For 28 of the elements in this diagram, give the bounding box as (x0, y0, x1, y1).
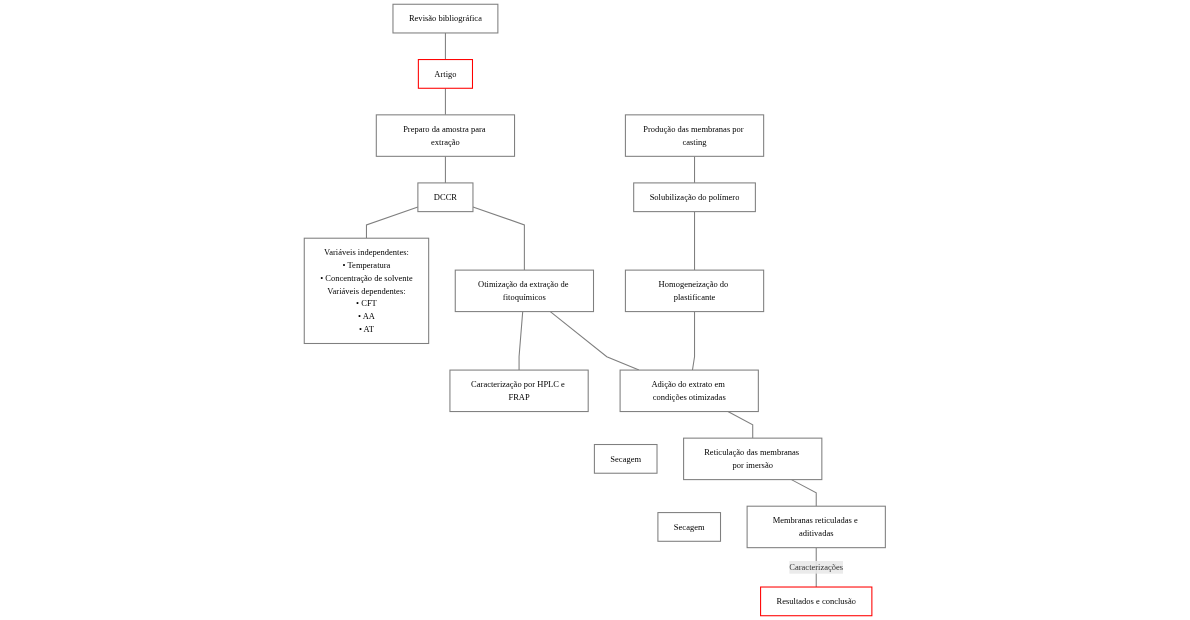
node-box: Variáveis independentes: • Temperatura • Concentração de solvente Variáveis dependentes: • CFT • AA • AT (303, 237, 430, 344)
connector (366, 206, 419, 239)
node-box: Produção das membranas por casting (625, 114, 765, 157)
node-box: Secagem (594, 444, 658, 474)
connector (694, 155, 696, 184)
node-box: Membranas reticuladas e aditivadas (746, 505, 887, 549)
connector (445, 87, 447, 116)
node-box: Artigo (418, 59, 474, 89)
node-box: Revisão bibliográfica (392, 3, 499, 34)
connector (694, 211, 696, 271)
node-box: DCCR (417, 182, 474, 213)
connector (549, 311, 640, 371)
node-box: Resultados e conclusão (760, 586, 873, 617)
connector (791, 479, 817, 507)
node-box: Solubilização do polímero (633, 182, 757, 213)
node-box: Preparo da amostra para extração (375, 114, 516, 157)
node-box: Caracterização por HPLC e FRAP (449, 369, 589, 413)
connector (692, 311, 696, 371)
connector (445, 32, 447, 61)
connector (518, 311, 524, 371)
node-box: Adição do extrato em condições otimizadas (619, 369, 760, 413)
connector (727, 411, 754, 439)
edge-label: Caracterizações (789, 562, 844, 572)
node-box: Otimização da extração de fitoquímicos (454, 269, 595, 313)
node-box: Homogeneização do plastificante (625, 269, 765, 313)
connector (445, 155, 447, 184)
node-box: Secagem (657, 512, 722, 542)
node-box: Reticulação das membranas por imersão (683, 437, 823, 481)
